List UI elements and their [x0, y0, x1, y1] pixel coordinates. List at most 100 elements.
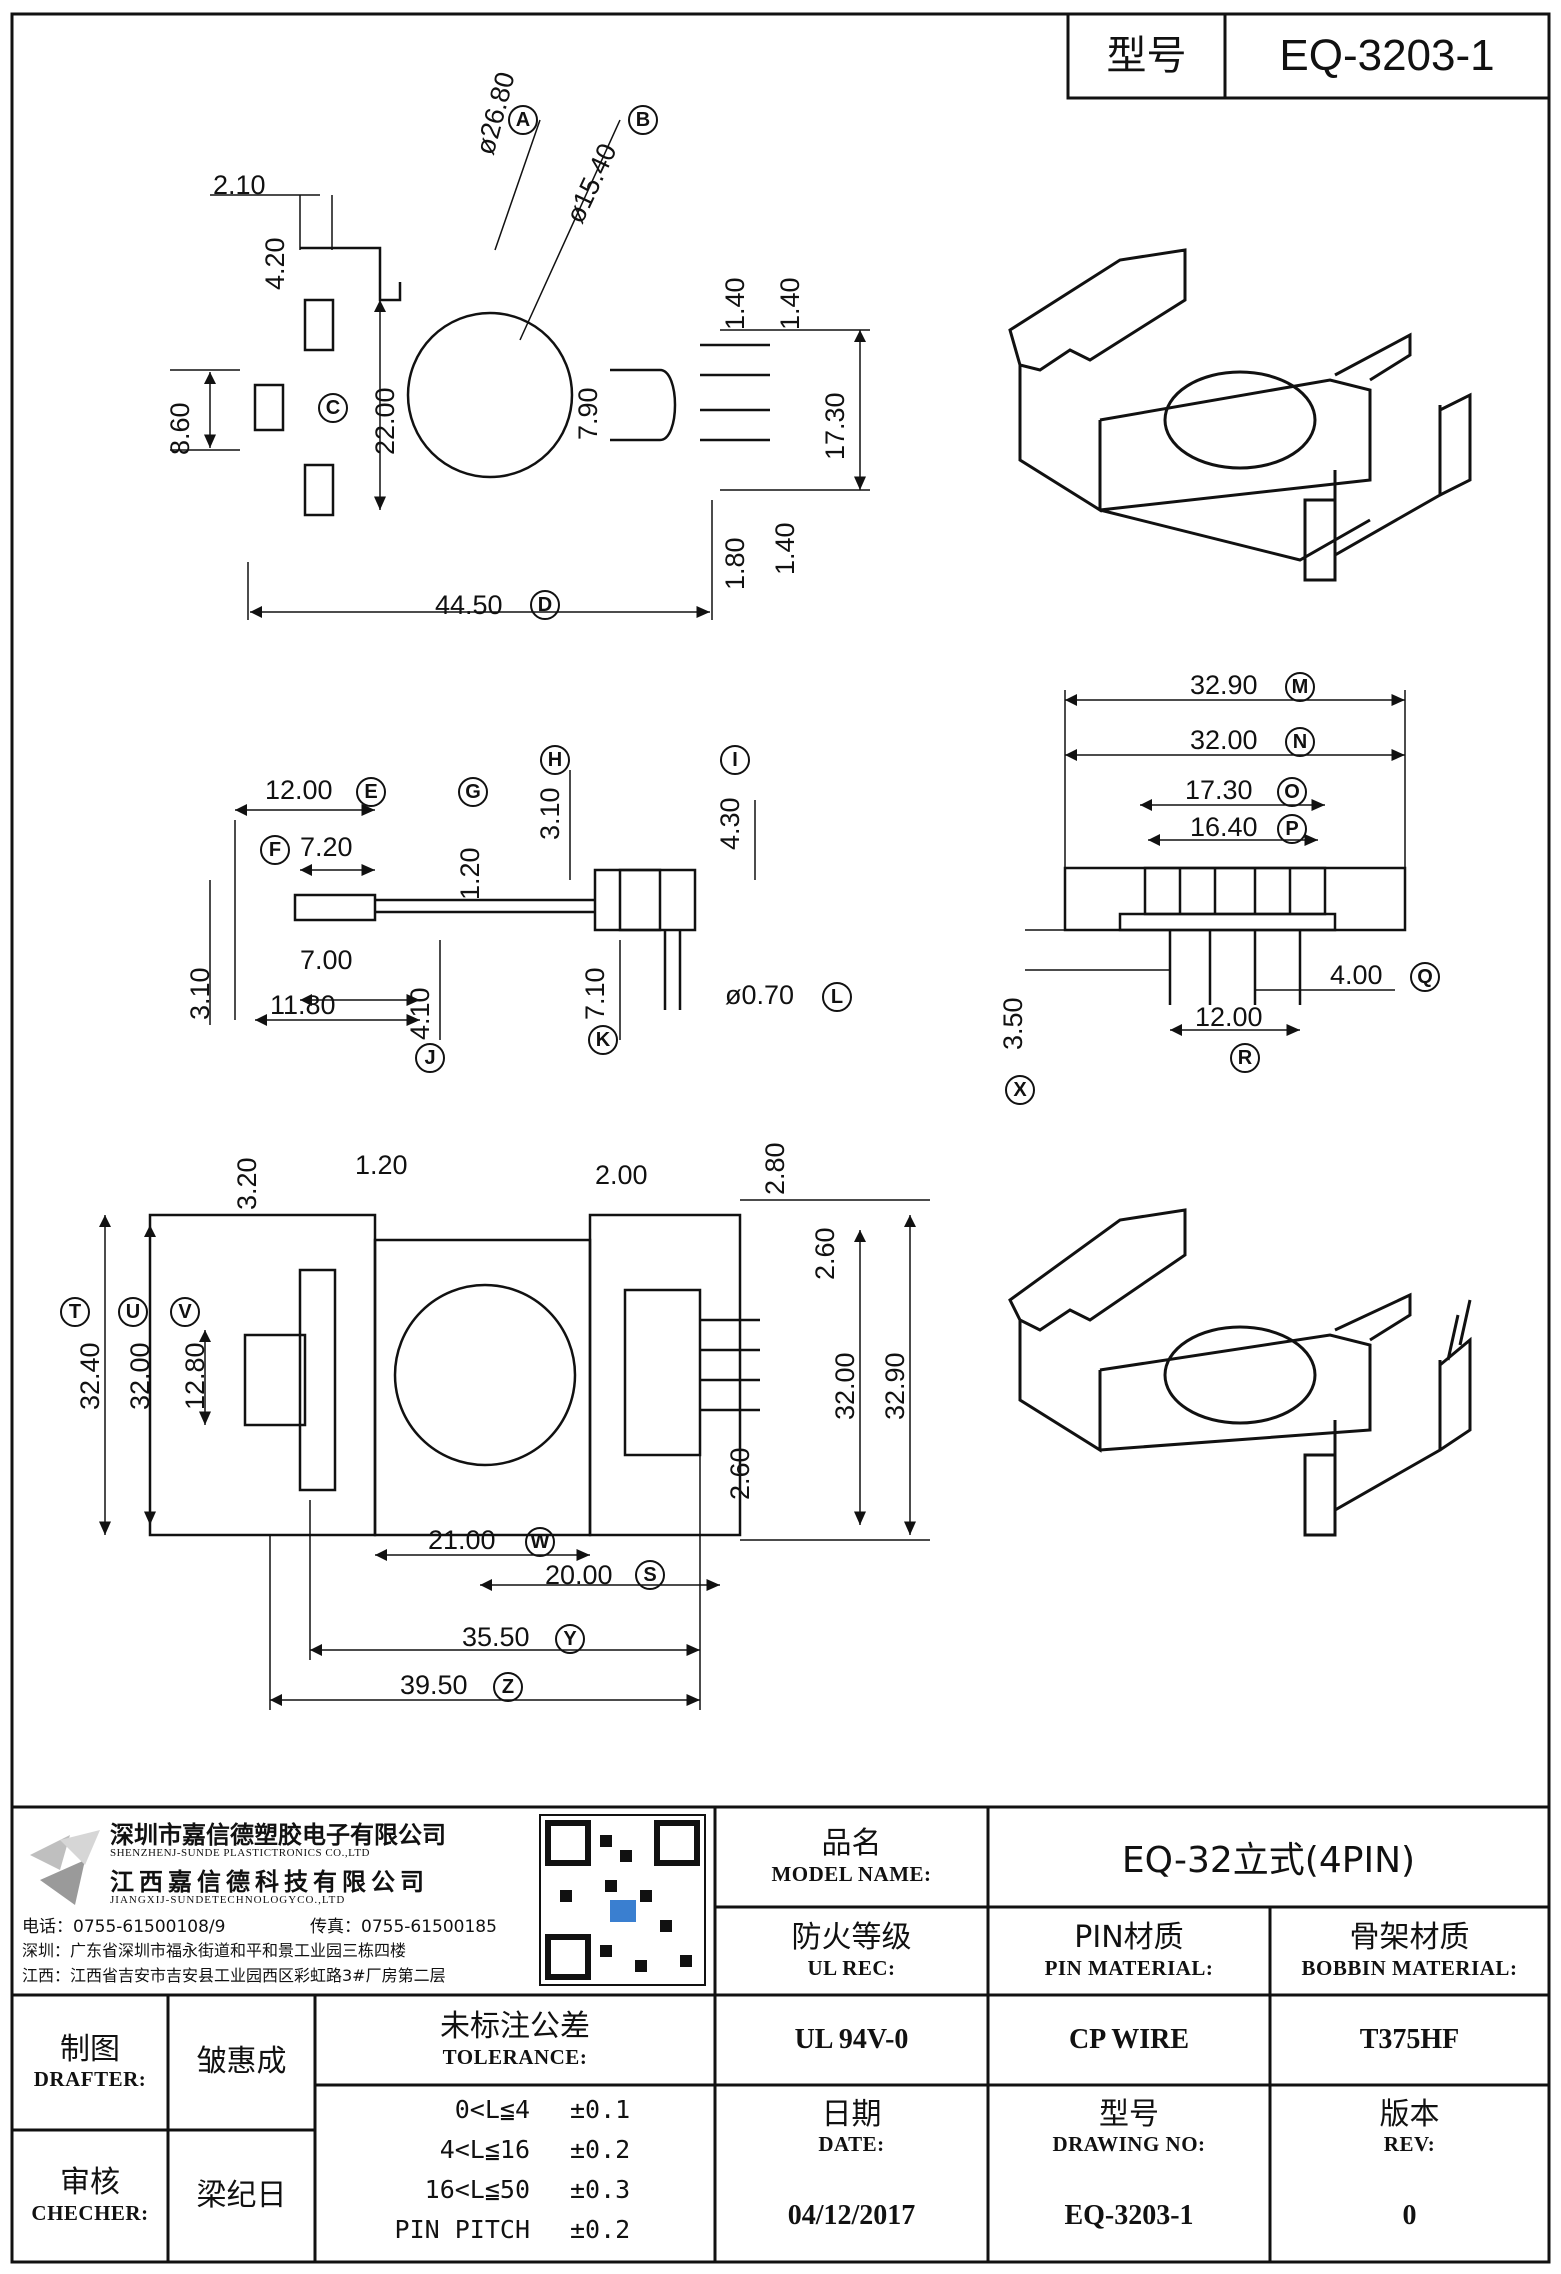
dim-g: 1.20: [455, 847, 485, 900]
dim-k: 7.10: [580, 967, 610, 1020]
tolerance-value: ±0.2: [570, 2215, 631, 2244]
company-name-cn: 深圳市嘉信德塑胶电子有限公司: [110, 1821, 446, 1849]
tolerance-row: PIN PITCH ±0.2: [330, 2215, 700, 2255]
dim-l: ø0.70: [725, 980, 795, 1010]
drawing-no-en: DRAWING NO:: [1052, 2132, 1206, 2157]
letter-n: N: [1285, 727, 1315, 757]
tolerance-value: ±0.1: [570, 2095, 631, 2124]
letter-l: L: [822, 982, 852, 1012]
tolerance-range: 0<L≦4: [454, 2095, 530, 2124]
dim-bot-3-20: 3.20: [232, 1157, 262, 1210]
drafter-cn: 制图: [60, 2031, 120, 2067]
side-view: [209, 770, 756, 1040]
bobbin-value: T375HF: [1359, 2024, 1460, 2055]
isometric-view-top: [1008, 248, 1472, 582]
letter-u: U: [118, 1297, 148, 1327]
letter-z: Z: [493, 1672, 523, 1702]
company2-name-en: JIANGXIJ-SUNDETECHNOLOGYCO.,LTD: [110, 1894, 346, 1906]
company-address-jx: 江西：江西省吉安市吉安县工业园西区彩虹路3#厂房第二层: [22, 1966, 446, 1985]
pin-en: PIN MATERIAL:: [1044, 1955, 1214, 1980]
bobbin-header: 骨架材质 BOBBIN MATERIAL:: [1270, 1907, 1549, 1995]
letter-o: O: [1277, 777, 1307, 807]
rev-value: 0: [1402, 2200, 1417, 2231]
dim-j: 4.10: [405, 987, 435, 1040]
dim-h: 3.10: [535, 787, 565, 840]
front-view: [1025, 690, 1407, 1036]
rev-en: REV:: [1383, 2132, 1436, 2157]
model-name-value: EQ-32立式(4PIN): [1121, 1840, 1416, 1881]
tolerance-en: TOLERANCE:: [442, 2044, 588, 2069]
letter-k: K: [588, 1025, 618, 1055]
checker-cn: 审核: [60, 2165, 120, 2201]
tolerance-row: 16<L≦50 ±0.3: [330, 2175, 700, 2215]
bottom-view: [99, 1199, 930, 1710]
letter-e: E: [356, 777, 386, 807]
tolerance-cn: 未标注公差: [440, 2009, 590, 2045]
dim-o: 17.30: [1185, 775, 1253, 805]
letter-j: J: [415, 1043, 445, 1073]
letter-i: I: [720, 745, 750, 775]
dim-d-width: 44.50: [435, 590, 503, 620]
pin-header: PIN材质 PIN MATERIAL:: [988, 1907, 1270, 1995]
dim-n: 32.00: [1190, 725, 1258, 755]
letter-g: G: [458, 777, 488, 807]
title-block-grid: [12, 12, 1551, 2262]
dim-pin-gap-top2: 1.40: [775, 277, 805, 330]
dim-bot-2-60a: 2.60: [810, 1227, 840, 1280]
dim-bot-2-00: 2.00: [595, 1160, 648, 1190]
letter-t: T: [60, 1297, 90, 1327]
dim-pin-gap-top1: 1.40: [720, 277, 750, 330]
dim-s: 20.00: [545, 1560, 613, 1590]
dim-i: 4.30: [715, 797, 745, 850]
dim-left-slot-w: 2.10: [213, 170, 266, 200]
dim-pin-gap-bot2: 1.80: [720, 537, 750, 590]
checker-name: 梁纪日: [196, 2177, 287, 2213]
letter-w: W: [525, 1527, 555, 1557]
bobbin-en: BOBBIN MATERIAL:: [1301, 1955, 1518, 1980]
pin-value: CP WIRE: [1068, 2024, 1190, 2055]
tolerance-range: 16<L≦50: [424, 2175, 530, 2204]
dim-pin-gap-bot1: 1.40: [770, 522, 800, 575]
dim-y: 35.50: [462, 1622, 530, 1652]
dim-z: 39.50: [400, 1670, 468, 1700]
letter-q: Q: [1410, 962, 1440, 992]
top-view: [170, 119, 870, 620]
dim-inner: 7.90: [573, 387, 603, 440]
dim-p: 16.40: [1190, 812, 1258, 842]
model-name-en: MODEL NAME:: [771, 1861, 932, 1886]
dim-bot-32-00: 32.00: [830, 1352, 860, 1420]
dim-e: 12.00: [265, 775, 333, 805]
company-name-en: SHENZHENJ-SUNDE PLASTICTRONICS CO.,LTD: [110, 1847, 370, 1859]
model-name-header: 品名 MODEL NAME:: [715, 1807, 988, 1907]
date-en: DATE:: [818, 2132, 885, 2157]
rev-header: 版本 REV:: [1270, 2085, 1549, 2170]
letter-d: D: [530, 590, 560, 620]
isometric-view-bottom: [1008, 1208, 1472, 1537]
letter-v: V: [170, 1297, 200, 1327]
tolerance-table: 0<L≦4 ±0.1 4<L≦16 ±0.2 16<L≦50 ±0.3 PIN …: [330, 2095, 700, 2255]
ul-en: UL REC:: [807, 1955, 896, 1980]
company2-name-cn: 江西嘉信德科技有限公司: [110, 1868, 429, 1896]
rev-cn: 版本: [1379, 2096, 1440, 2132]
dim-side-3: 11.80: [270, 990, 336, 1020]
model-name-cn: 品名: [821, 1826, 882, 1862]
dim-f: 7.20: [300, 832, 353, 862]
dim-bot-2-80: 2.80: [760, 1142, 790, 1195]
company-fax: 传真：0755-61500185: [310, 1917, 497, 1937]
dim-v: 12.80: [180, 1342, 210, 1410]
checker-en: CHECHER:: [31, 2200, 149, 2225]
dim-q: 4.00: [1330, 960, 1383, 990]
pin-cn: PIN材质: [1074, 1920, 1184, 1956]
drawing-no-header: 型号 DRAWING NO:: [988, 2085, 1270, 2170]
tolerance-header: 未标注公差 TOLERANCE:: [315, 1995, 715, 2085]
sheet-border: [10, 12, 1551, 2264]
dim-w: 21.00: [428, 1525, 496, 1555]
qr-code: [539, 1814, 706, 1986]
letter-r: R: [1230, 1043, 1260, 1073]
tolerance-value: ±0.3: [570, 2175, 631, 2204]
letter-m: M: [1285, 672, 1315, 702]
tolerance-range: 4<L≦16: [439, 2135, 530, 2164]
dim-bot-32-90: 32.90: [880, 1352, 910, 1420]
